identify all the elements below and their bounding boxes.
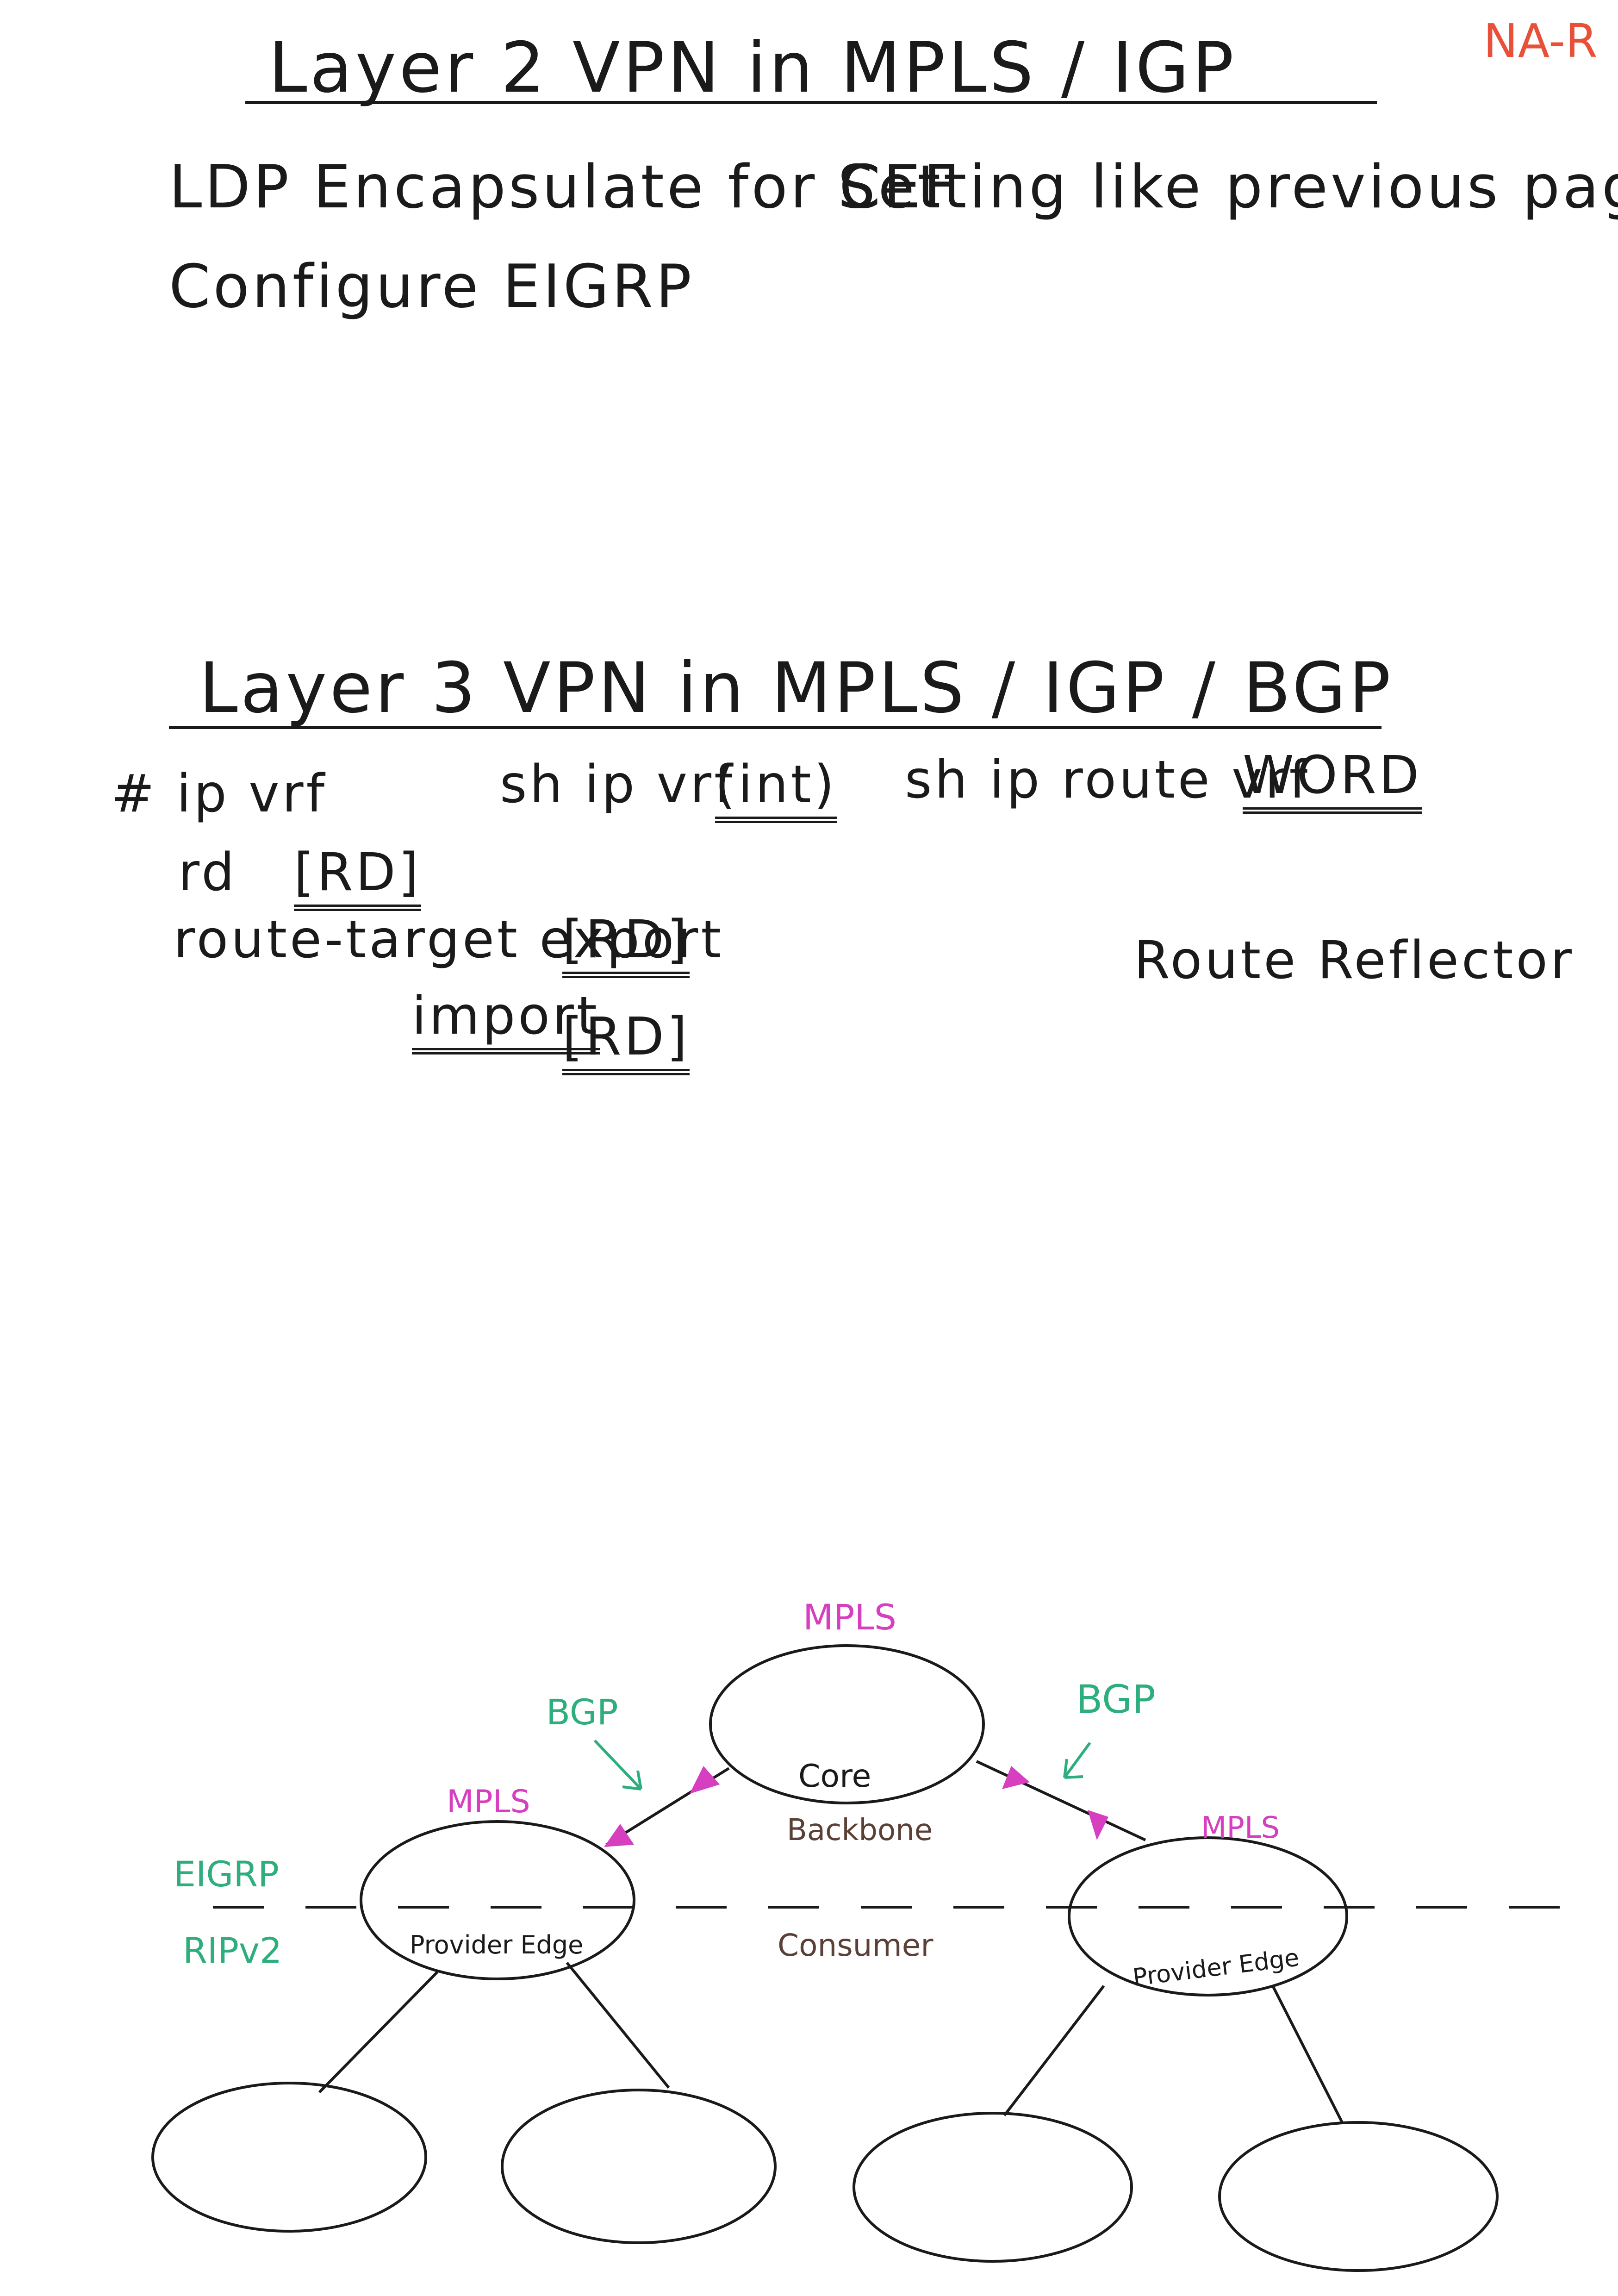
cmd-rd-arg: [RD] <box>294 842 422 911</box>
customer-node-4 <box>1218 2121 1499 2272</box>
consumer-label: Consumer <box>778 1928 933 1963</box>
customer-node-2 <box>501 2089 777 2244</box>
cmd-sh-ip-vrf-arg: (int) <box>715 755 837 823</box>
link-pe-right-ce4 <box>1271 1985 1344 2123</box>
link-pe-right-ce3 <box>1003 1985 1105 2116</box>
section1-line1-note: Setting like previous page <box>838 153 1618 222</box>
route-reflector-note: Route Reflector <box>1134 930 1574 991</box>
cmd-ip-vrf: # ip vrf <box>111 764 328 824</box>
pe-right-mpls-label: MPLS <box>1201 1811 1280 1845</box>
arrowhead-core-right <box>1002 1766 1030 1789</box>
link-pe-left-ce1 <box>318 1971 439 2094</box>
core-mpls-label: MPLS <box>803 1597 896 1638</box>
cmd-route-target-export: route-target export <box>174 910 724 970</box>
pe-left-mpls-label: MPLS <box>447 1784 530 1820</box>
pe-left-inner-label: Provider Edge <box>410 1930 583 1959</box>
core-backbone-node <box>709 1644 985 1804</box>
provider-edge-left-node <box>360 1820 635 1980</box>
section2-title-rule <box>169 726 1382 729</box>
bgp-right-label: BGP <box>1076 1677 1156 1722</box>
cmd-sh-ip-route-vrf-arg: WORD <box>1243 745 1422 814</box>
bgp-left-pointer-arrow <box>593 1739 642 1791</box>
corner-tag: NA-R <box>1483 14 1598 68</box>
bgp-left-label: BGP <box>546 1691 618 1733</box>
section1-title-rule <box>245 101 1377 104</box>
cmd-sh-ip-route-vrf: sh ip route vrf <box>905 750 1311 810</box>
bgp-right-pointer-arrow <box>1063 1742 1091 1779</box>
igp-label-ripv2: RIPv2 <box>183 1930 282 1971</box>
link-pe-left-ce2 <box>566 1962 670 2089</box>
cmd-import-arg: [RD] <box>562 1007 690 1075</box>
customer-node-3 <box>853 2112 1133 2263</box>
arrowhead-pe-left <box>604 1824 634 1847</box>
core-inner-label: Core <box>798 1758 871 1795</box>
section1-title: Layer 2 VPN in MPLS / IGP <box>268 28 1237 108</box>
cmd-export-arg: [RD] <box>562 910 690 978</box>
backbone-label: Backbone <box>787 1813 933 1847</box>
cmd-sh-ip-vrf: sh ip vrf <box>500 755 735 815</box>
customer-node-1 <box>151 2082 427 2233</box>
section2-title: Layer 3 VPN in MPLS / IGP / BGP <box>199 648 1394 729</box>
section1-line1: LDP Encapsulate for CEF <box>169 153 960 222</box>
link-core-pe-right <box>976 1760 1146 1841</box>
arrowhead-pe-right <box>1088 1810 1108 1840</box>
cmd-import: import <box>412 986 600 1054</box>
provider-edge-right-node <box>1068 1836 1348 1997</box>
igp-label-eigrp: EIGRP <box>174 1853 279 1895</box>
cmd-rd: rd <box>178 842 237 903</box>
arrowhead-core-left <box>690 1766 720 1794</box>
section1-line2: Configure EIGRP <box>169 252 694 321</box>
